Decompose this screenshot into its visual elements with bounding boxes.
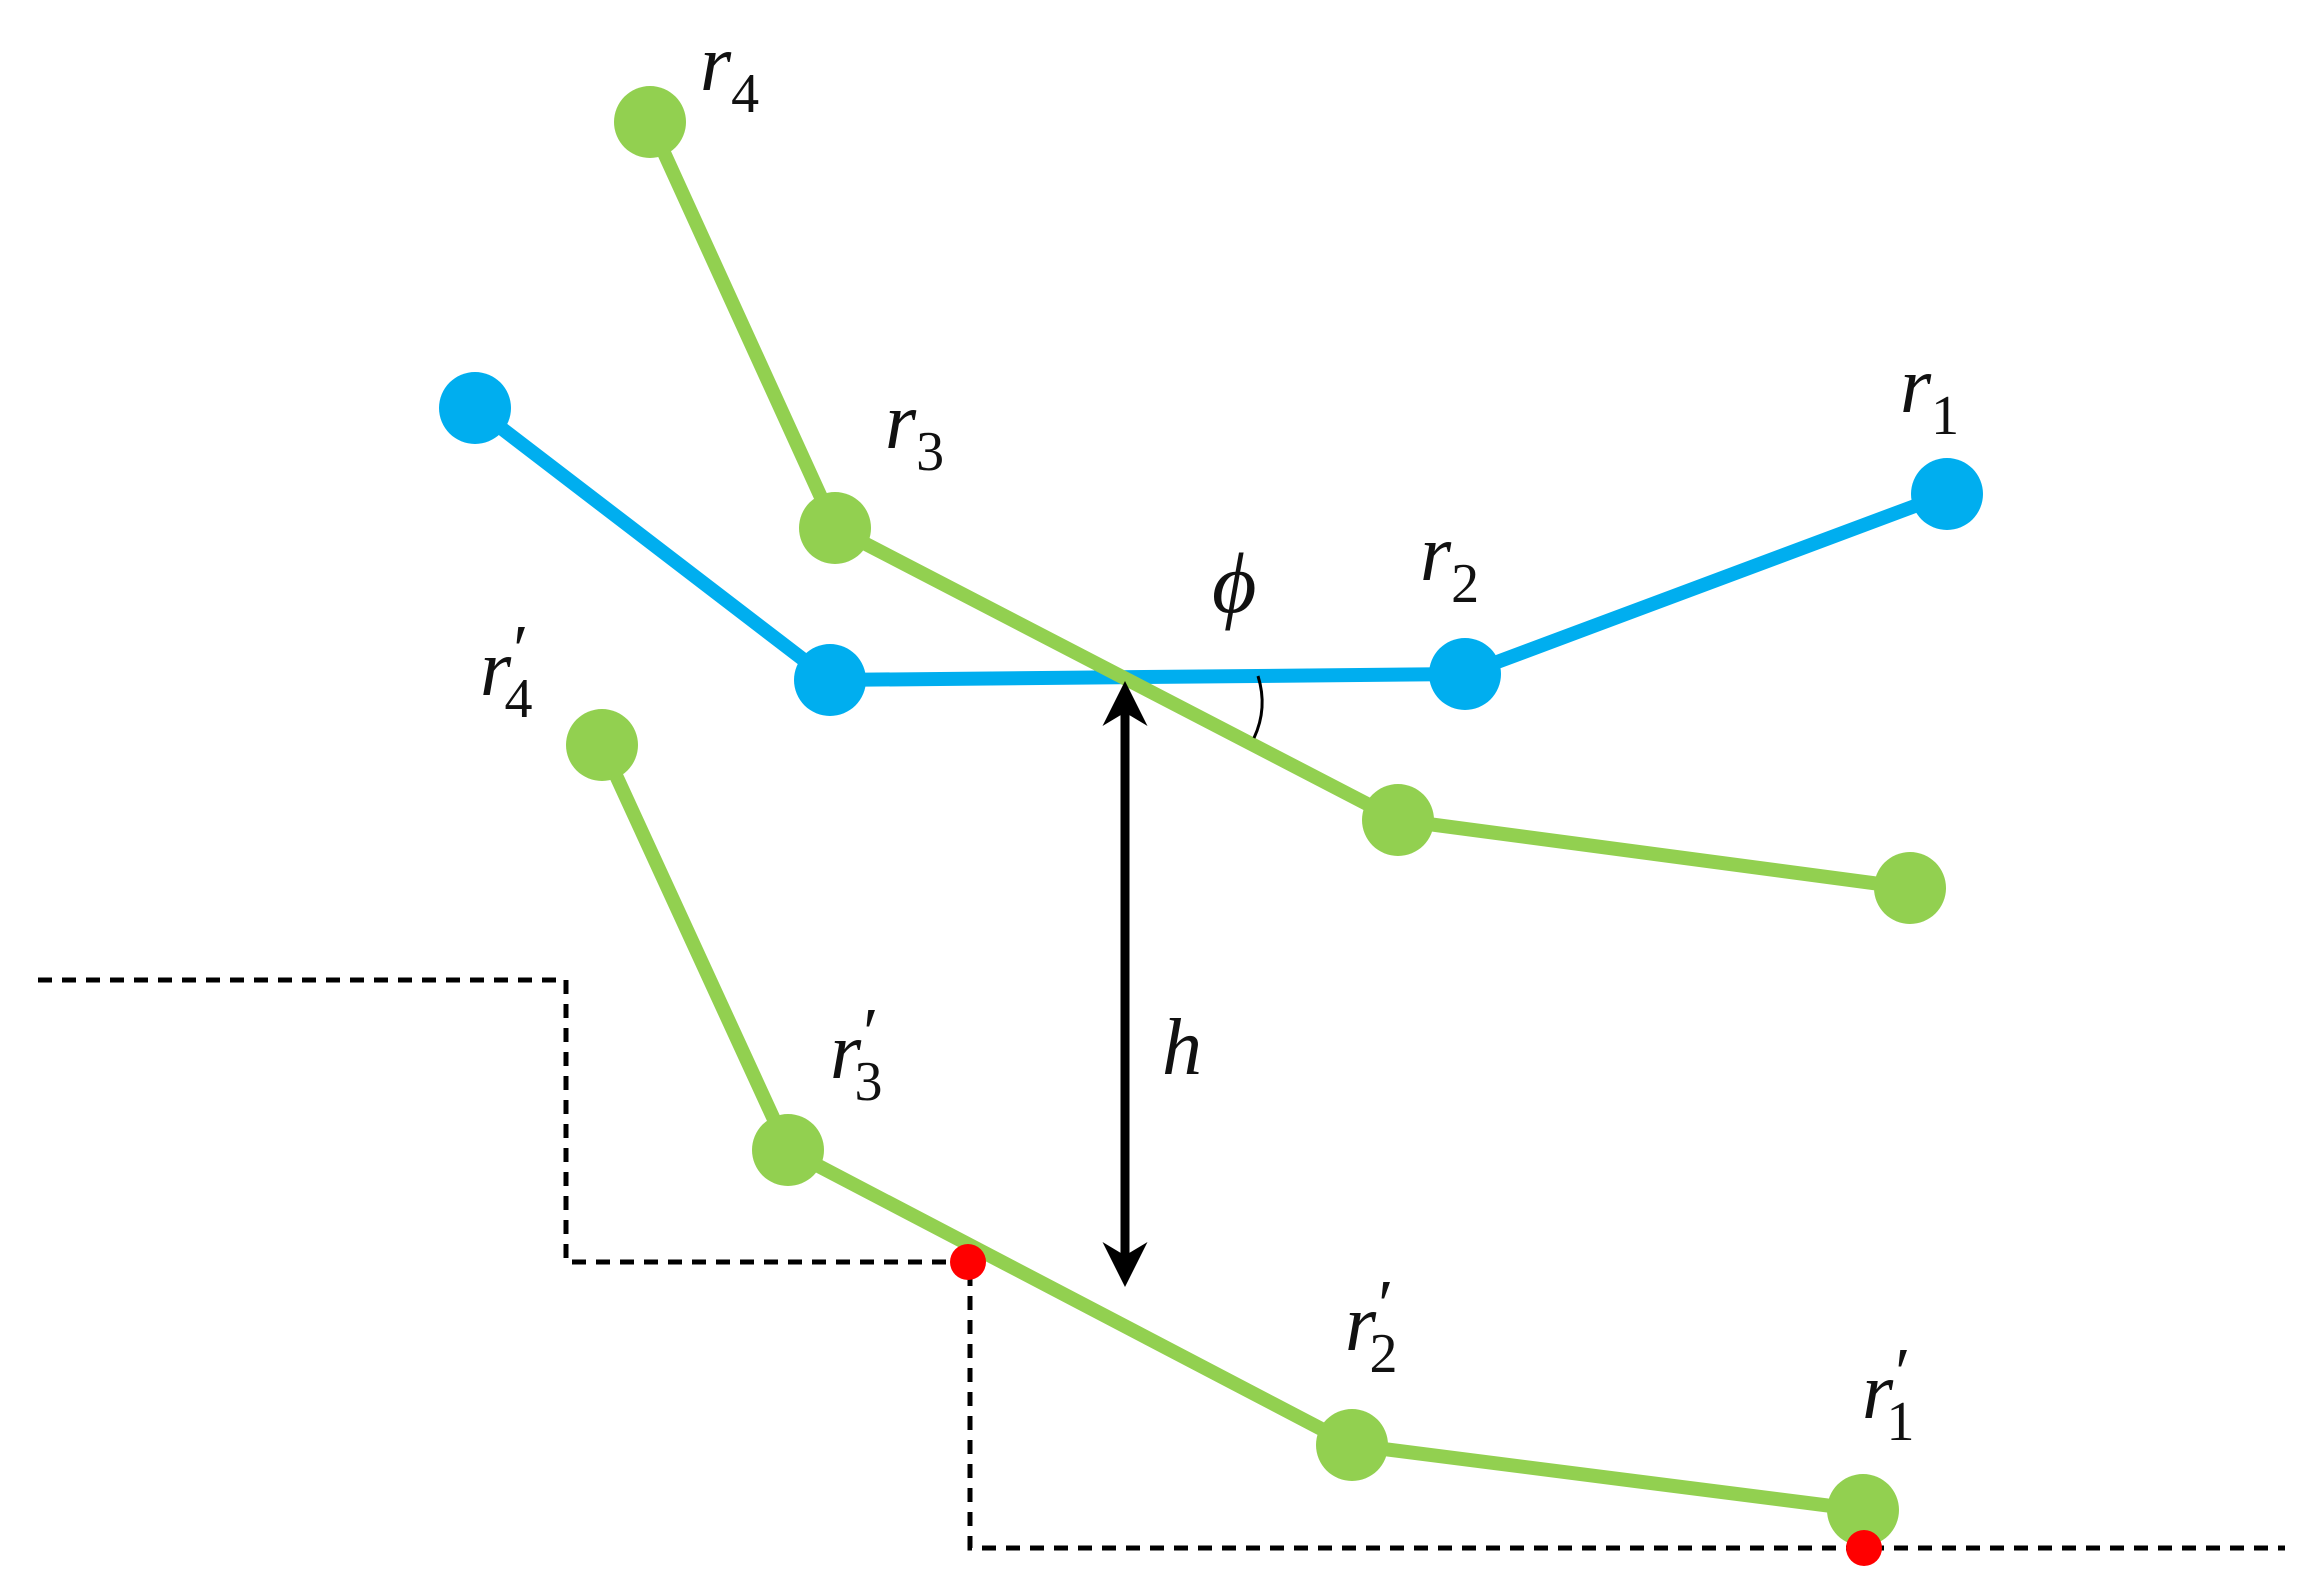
- blue-joint-left-end: [439, 372, 511, 444]
- label-r2: r2: [1420, 510, 1479, 615]
- angle-phi-arc: [1252, 675, 1264, 739]
- blue-chain-links: [468, 401, 1954, 687]
- label-phi: ϕ: [1212, 535, 1257, 631]
- blue-joint: [794, 644, 866, 716]
- green-lower-chain-links: [595, 738, 1870, 1517]
- green-joint-r1-prime: [1827, 1474, 1899, 1546]
- label-r1: r1: [1900, 342, 1959, 447]
- green-upper-chain: [614, 86, 1946, 924]
- green-joint-r2-prime: [1316, 1409, 1388, 1481]
- green-joint-r4-prime: [566, 709, 638, 781]
- label-r4-prime: r′4: [480, 612, 532, 730]
- green-joint-r3-prime: [752, 1114, 824, 1186]
- contact-point-step-edge: [950, 1244, 986, 1280]
- label-r2-prime: r′2: [1345, 1267, 1397, 1385]
- label-r3: r3: [885, 378, 944, 483]
- green-lower-chain: [566, 709, 1899, 1546]
- green-joint-r4: [614, 86, 686, 158]
- green-joint-end: [1874, 852, 1946, 924]
- label-r3-prime: r′3: [830, 995, 882, 1113]
- terrain-step-profile: [38, 977, 2285, 1551]
- contact-point-ground: [1846, 1530, 1882, 1566]
- label-h: h: [1162, 1004, 1202, 1092]
- blue-reference-chain: [439, 372, 1983, 716]
- green-upper-chain-links: [643, 115, 1917, 895]
- label-r4: r4: [700, 20, 759, 125]
- green-joint: [1362, 784, 1434, 856]
- green-joint-r3: [799, 492, 871, 564]
- blue-joint-r2: [1429, 638, 1501, 710]
- label-r1-prime: r′1: [1862, 1335, 1914, 1453]
- blue-joint-r1: [1911, 458, 1983, 530]
